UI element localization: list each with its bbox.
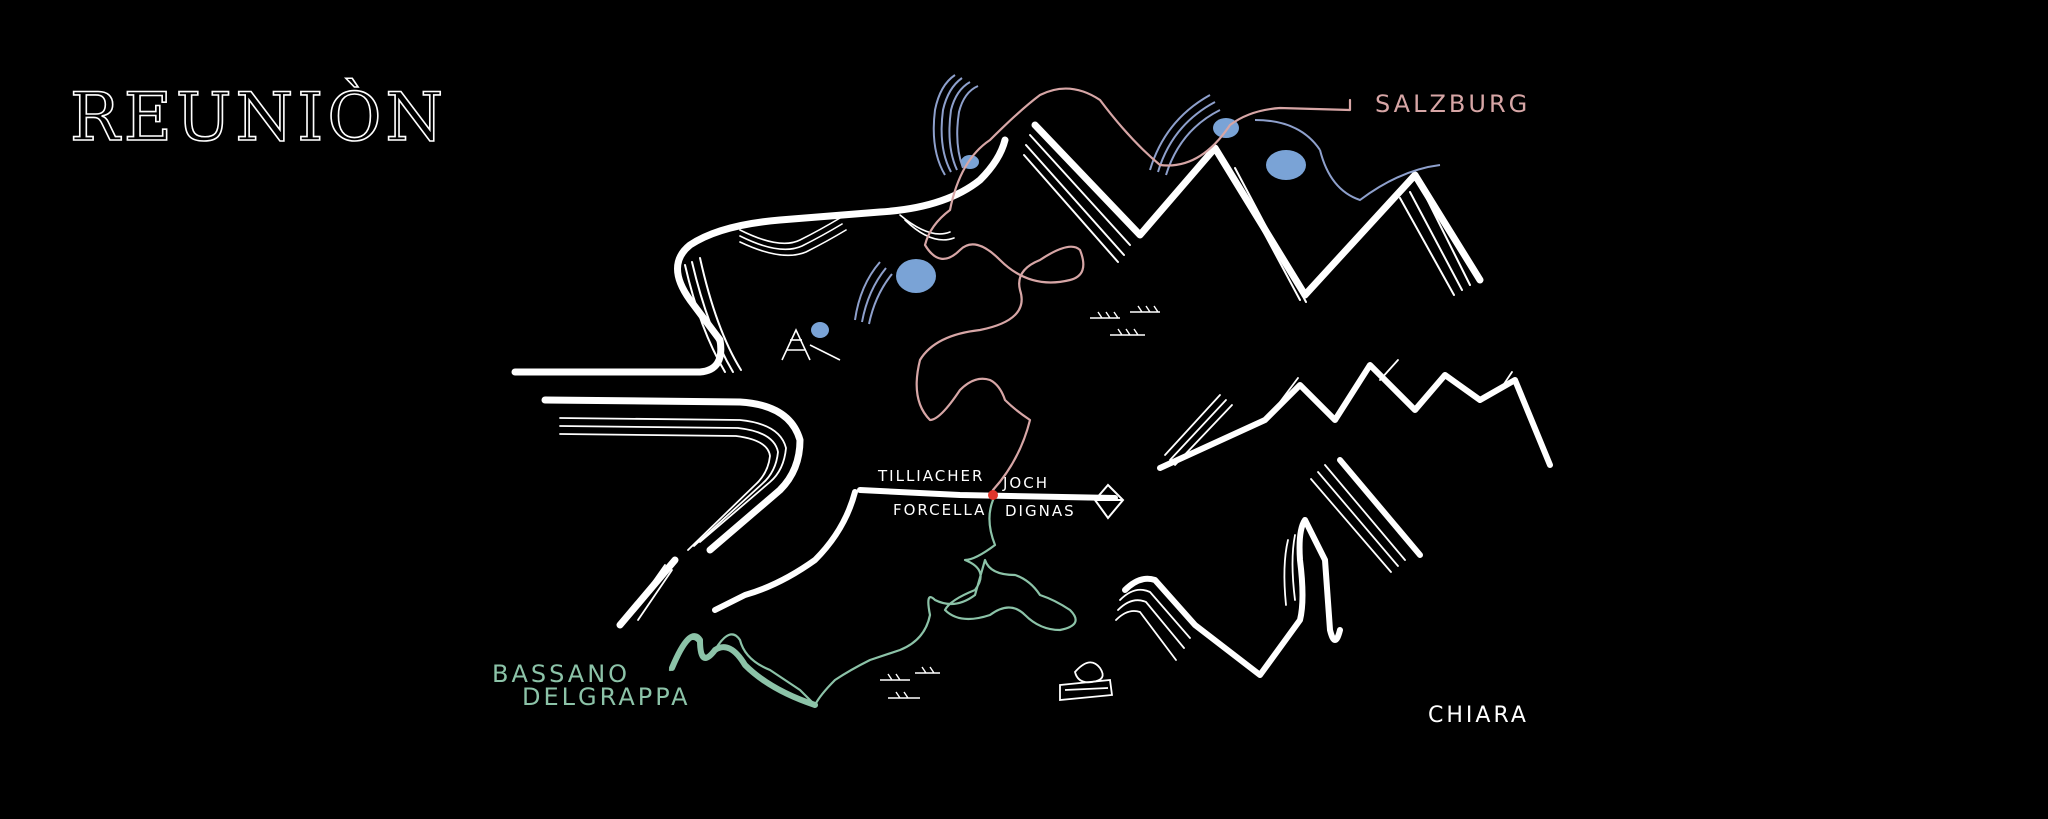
- map-title: REUNIÒN: [70, 78, 447, 156]
- label-pass-north-right: JOCH: [1002, 474, 1049, 492]
- route-north: [915, 87, 1352, 492]
- river-brenta: [669, 633, 818, 708]
- label-bassano-line1: BASSANO: [492, 660, 630, 688]
- label-pass-south-right: DIGNAS: [1005, 502, 1076, 520]
- hut-icon: [781, 328, 841, 361]
- label-bassano-line2: DELGRAPPA: [522, 683, 691, 711]
- central-ridge: [712, 487, 1118, 613]
- north-ridge: [511, 121, 1484, 376]
- artist-signature: CHIARA: [1428, 703, 1529, 728]
- southeast-ridge: [1115, 457, 1423, 678]
- label-salzburg: SALZBURG: [1375, 90, 1530, 118]
- pass-marker-icon: [988, 490, 998, 500]
- east-ridge: [1157, 359, 1553, 471]
- label-pass-south-left: FORCELLA: [893, 501, 986, 519]
- west-ridges: [541, 396, 804, 629]
- cake-icon: [1059, 661, 1114, 701]
- forest-icon: [880, 305, 1160, 699]
- label-pass-north-left: TILLIACHER: [877, 467, 984, 485]
- ridge-line-central: [1031, 121, 1484, 299]
- ridge-line-west: [511, 136, 1009, 376]
- route-south: [668, 498, 1077, 707]
- summit-diamond-icon: [1093, 483, 1125, 520]
